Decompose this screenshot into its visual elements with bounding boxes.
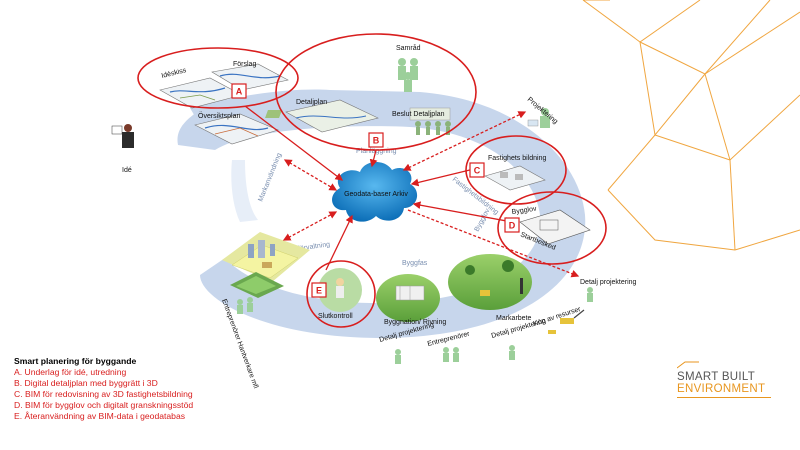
label-fastighetsbildning: Fastighets bildning bbox=[488, 155, 546, 162]
samrad-figures bbox=[398, 58, 418, 92]
legend: Smart planering för byggande A. Underlag… bbox=[14, 356, 193, 422]
arrow-forvaltning bbox=[282, 211, 338, 241]
logo-line-2: ENVIRONMENT bbox=[677, 383, 766, 395]
city-3d-model bbox=[222, 232, 310, 298]
highlight-circles bbox=[137, 33, 607, 328]
smart-built-logo: SMART BUILT ENVIRONMENT bbox=[677, 361, 787, 398]
highlight-e bbox=[306, 260, 376, 328]
arrow-b-cloud bbox=[369, 149, 378, 168]
arrow-markanvandning bbox=[283, 159, 338, 191]
projektering-figure bbox=[527, 108, 550, 128]
label-beslut-detaljplan: Beslut Detaljplan bbox=[392, 111, 445, 118]
legend-item-b: B. Digital detaljplan med byggrätt i 3D bbox=[14, 378, 158, 388]
highlight-c bbox=[465, 135, 567, 205]
oversiktsplan-map bbox=[194, 113, 279, 145]
label-slutkontroll: Slutkontroll bbox=[318, 313, 353, 320]
ring-label-fastighetsbildning: Fastighetsbildning bbox=[451, 176, 500, 216]
ring-label-markanvandning: Markanvändning bbox=[257, 152, 283, 203]
label-oversiktsplan: Översiktsplan bbox=[198, 112, 241, 120]
legend-item-a: A. Underlag för idé, utredning bbox=[14, 367, 127, 377]
process-ring bbox=[177, 89, 586, 339]
logo-mark-icon bbox=[677, 361, 699, 369]
ring-label-bygglov: Bygglov bbox=[474, 207, 492, 233]
badge-c: C bbox=[474, 166, 481, 176]
label-byggnation-rivning: Byggnation/ Rivning bbox=[384, 319, 446, 326]
highlight-a bbox=[137, 47, 299, 109]
label-detaljplan: Detaljplan bbox=[296, 99, 327, 106]
highlight-d bbox=[497, 191, 607, 265]
badge-a: A bbox=[236, 87, 243, 97]
legend-title: Smart planering för byggande bbox=[14, 356, 137, 366]
resurser-equipment bbox=[548, 309, 585, 334]
arrow-e-cloud bbox=[325, 214, 353, 271]
label-ideskiss: Idéskiss bbox=[161, 67, 188, 80]
label-ide: Idé bbox=[122, 167, 132, 174]
decorative-network-lines bbox=[582, 0, 800, 251]
badges: A B C D E bbox=[231, 83, 520, 298]
legend-item-d: D. BIM för bygglov och digitalt granskni… bbox=[14, 400, 194, 410]
geodata-cloud: Geodata-baser Arkiv bbox=[332, 161, 418, 222]
label-forslag: Förslag bbox=[233, 61, 256, 68]
arrow-projektering bbox=[402, 111, 527, 171]
arrow-d-cloud bbox=[412, 201, 514, 225]
badge-d: D bbox=[509, 221, 516, 231]
label-markarbete: Markarbete bbox=[496, 315, 532, 322]
ring-label-forvaltning: Förvaltning bbox=[295, 241, 330, 253]
people-figures bbox=[237, 287, 593, 364]
ring-label-byggfas: Byggfas bbox=[402, 260, 428, 267]
logo-line-1: SMART BUILT bbox=[677, 371, 756, 383]
label-samrad: Samråd bbox=[396, 44, 421, 52]
label-detalj-projektering-right: Detalj projektering bbox=[580, 279, 637, 286]
construction-scenes bbox=[222, 232, 593, 364]
legend-item-e: E. Återanvändning av BIM-data i geodatab… bbox=[14, 411, 186, 421]
slutkontroll-scene bbox=[318, 268, 362, 312]
legend-item-c: C. BIM för redovisning av 3D fastighetsb… bbox=[14, 389, 193, 399]
ide-figure bbox=[111, 124, 134, 148]
byggnation-scene bbox=[376, 274, 440, 322]
label-bygglov: Bygglov bbox=[511, 206, 537, 216]
badge-b: B bbox=[373, 136, 380, 146]
flow-arrows bbox=[244, 105, 580, 278]
logo-underline bbox=[677, 397, 771, 398]
markarbete-scene bbox=[448, 254, 532, 310]
badge-e: E bbox=[316, 286, 322, 296]
arrow-detalj-projektering bbox=[407, 209, 580, 278]
detaljplan-map bbox=[265, 99, 379, 133]
highlight-b bbox=[275, 33, 477, 151]
bygglov-figure bbox=[519, 209, 591, 245]
geodata-label: Geodata-baser Arkiv bbox=[344, 191, 408, 198]
